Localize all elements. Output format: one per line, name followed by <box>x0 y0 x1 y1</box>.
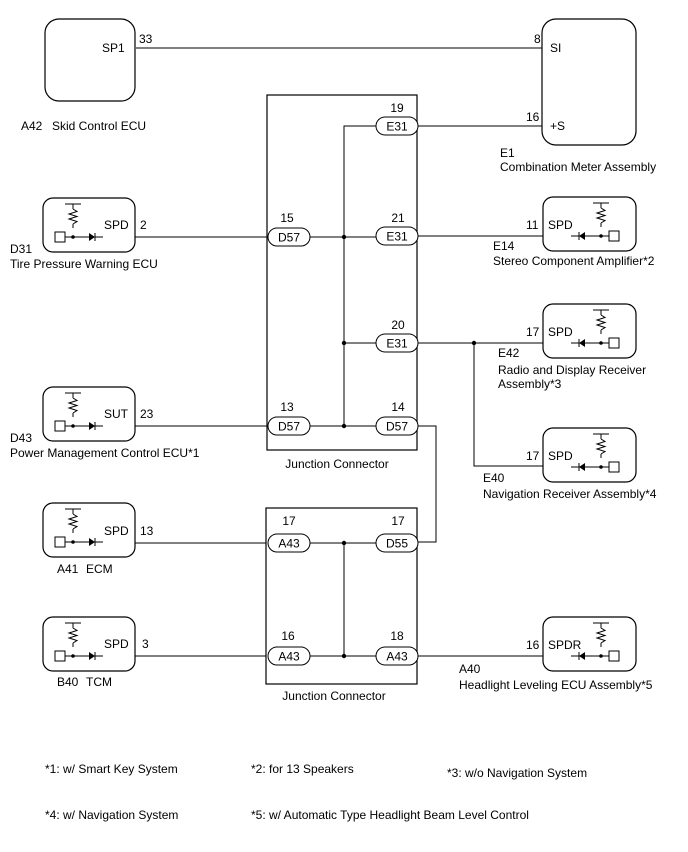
pin-number: 17 <box>282 514 296 528</box>
connector-name: D57 <box>278 231 300 245</box>
junction-connector-label: Junction Connector <box>285 457 388 471</box>
footnote-1: *1: w/ Smart Key System <box>45 762 178 776</box>
pin-number: 17 <box>526 325 540 339</box>
component-code: A40 <box>459 662 481 676</box>
connector-d57-14: D57 14 <box>375 400 419 436</box>
component-name: Tire Pressure Warning ECU <box>10 257 158 271</box>
pin-number: 13 <box>140 524 154 538</box>
pin-label: SPD <box>104 218 129 232</box>
headlight-leveling-ecu-assembly: SPDR 16 A40 Headlight Leveling ECU Assem… <box>459 616 653 692</box>
connector-e31-19: E31 19 <box>375 101 419 136</box>
component-name: Power Management Control ECU*1 <box>10 446 200 460</box>
pin-number: 19 <box>390 101 404 115</box>
wires <box>135 47 543 657</box>
tire-pressure-warning-ecu: SPD 2 D31 Tire Pressure Warning ECU <box>10 197 158 271</box>
pin-number: 14 <box>391 400 405 414</box>
connector-name: D55 <box>386 537 408 551</box>
component-name: Stereo Component Amplifier*2 <box>493 254 655 268</box>
pin-label: SPD <box>548 325 573 339</box>
pin-label-si: SI <box>550 41 561 55</box>
pin-number: 23 <box>140 407 154 421</box>
connector-d57-15: D57 15 <box>267 211 311 247</box>
connector-a43-18: A43 18 <box>375 629 419 666</box>
component-code: A42 <box>21 119 43 133</box>
connector-name: E31 <box>386 230 408 244</box>
pin-number: 2 <box>140 218 147 232</box>
pin-label: SPD <box>104 524 129 538</box>
pin-number: 20 <box>391 318 405 332</box>
junction-connector-1: E31 19 D57 15 E31 21 E31 20 D57 13 D57 1… <box>266 94 419 471</box>
connector-name: A43 <box>278 650 300 664</box>
component-name-2: Assembly*3 <box>498 377 562 391</box>
ecm: SPD 13 A41 ECM <box>42 502 154 576</box>
tcm: SPD 3 B40 TCM <box>42 616 149 689</box>
navigation-receiver-assembly: SPD 17 E40 Navigation Receiver Assembly*… <box>483 427 657 501</box>
footnote-3: *3: w/o Navigation System <box>447 766 587 780</box>
footnotes: *1: w/ Smart Key System *2: for 13 Speak… <box>45 762 587 822</box>
pin-number: 16 <box>526 638 540 652</box>
pin-label: SPD <box>548 218 573 232</box>
connector-e31-21: E31 21 <box>375 211 419 246</box>
footnote-5: *5: w/ Automatic Type Headlight Beam Lev… <box>251 808 529 822</box>
pin-number: 16 <box>281 629 295 643</box>
component-code: E14 <box>493 239 515 253</box>
pin-number: 17 <box>391 514 405 528</box>
pin-number: 11 <box>526 218 539 232</box>
connector-e31-20: E31 20 <box>375 318 419 353</box>
pin-number: 17 <box>526 449 540 463</box>
combination-meter-assembly: SI 8 +S 16 E1 Combination Meter Assembly <box>500 18 656 174</box>
pin-number-si: 8 <box>534 32 541 46</box>
footnote-4: *4: w/ Navigation System <box>45 808 178 822</box>
footnote-2: *2: for 13 Speakers <box>251 762 354 776</box>
connector-name: E31 <box>386 337 408 351</box>
power-management-control-ecu: SUT 23 D43 Power Management Control ECU*… <box>10 386 200 460</box>
pin-label: SUT <box>104 407 129 421</box>
junction-connector-label: Junction Connector <box>282 689 385 703</box>
component-code: E1 <box>500 146 515 160</box>
component-code: E42 <box>498 346 520 360</box>
connector-name: D57 <box>386 420 408 434</box>
pin-number-s: 16 <box>526 110 540 124</box>
connector-d55-17: D55 17 <box>375 514 419 553</box>
component-name: Headlight Leveling ECU Assembly*5 <box>459 678 653 692</box>
connector-d57-13: D57 13 <box>267 400 311 436</box>
component-name: Combination Meter Assembly <box>500 160 656 174</box>
stereo-component-amplifier: SPD 11 E14 Stereo Component Amplifier*2 <box>493 196 655 268</box>
connector-name: A43 <box>278 537 300 551</box>
pin-number: 21 <box>391 211 405 225</box>
pin-label: SPD <box>104 637 129 651</box>
pin-number: 18 <box>390 629 404 643</box>
component-name: Navigation Receiver Assembly*4 <box>483 487 657 501</box>
component-code: A41 <box>57 562 79 576</box>
component-name: Skid Control ECU <box>52 119 146 133</box>
component-code: D43 <box>10 431 32 445</box>
component-code: E40 <box>483 471 505 485</box>
pin-label: SPD <box>548 449 573 463</box>
component-code: B40 <box>57 675 79 689</box>
component-name: ECM <box>86 562 113 576</box>
pin-label: SP1 <box>102 41 125 55</box>
junction-connector-2: A43 17 D55 17 A43 16 A43 18 Junction Con… <box>265 507 419 703</box>
component-code: D31 <box>10 242 32 256</box>
connector-name: A43 <box>386 650 408 664</box>
pin-number: 15 <box>280 211 294 225</box>
connector-name: D57 <box>278 420 300 434</box>
component-name: Radio and Display Receiver <box>498 363 646 377</box>
pin-number: 33 <box>139 32 153 46</box>
connector-a43-17: A43 17 <box>267 514 311 553</box>
pin-label-s: +S <box>550 119 565 133</box>
pin-number: 13 <box>280 400 294 414</box>
pin-number: 3 <box>142 637 149 651</box>
pin-label: SPDR <box>548 638 582 652</box>
connector-a43-16: A43 16 <box>267 629 311 666</box>
radio-display-receiver-assembly: SPD 17 E42 Radio and Display Receiver As… <box>498 303 646 391</box>
skid-control-ecu: SP1 33 A42 Skid Control ECU <box>21 18 153 133</box>
component-name: TCM <box>86 675 112 689</box>
connector-name: E31 <box>386 120 408 134</box>
